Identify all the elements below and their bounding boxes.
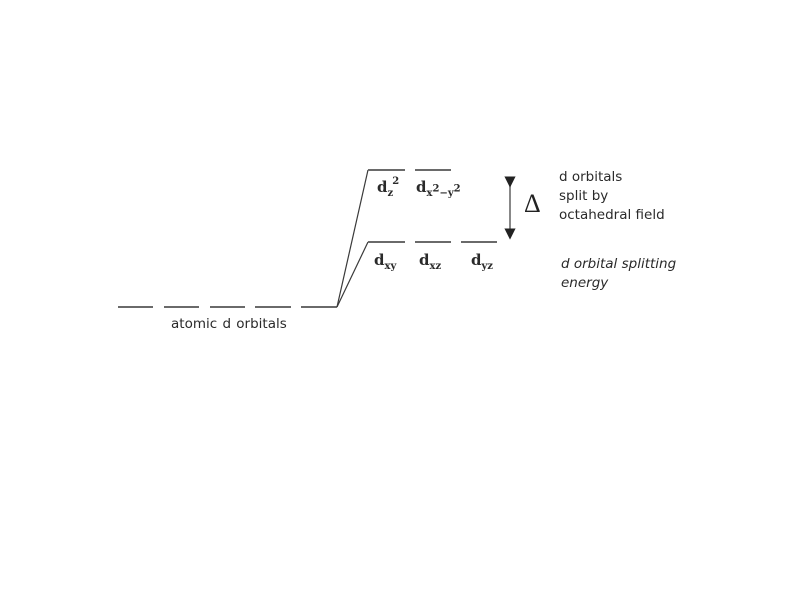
orbital-label-dx2-y2: dx2−y2 (416, 178, 461, 199)
orbital-label-dxz: dxz (419, 251, 442, 272)
orbital-label-dz2: dz2 (377, 176, 400, 199)
splitting-energy-line1: d orbital splitting (561, 256, 677, 272)
connector-to-t2g (336, 241, 369, 308)
split-description: d orbitals split by octahedral field (559, 168, 665, 225)
delta-symbol: Δ (524, 189, 541, 218)
split-description-line2: split by (559, 188, 609, 204)
connector-to-eg (336, 169, 369, 308)
orbital-label-dxy: dxy (374, 251, 397, 272)
orbital-label-dyz: dyz (471, 251, 493, 272)
splitting-energy-line2: energy (561, 275, 609, 291)
split-description-line1: d orbitals (559, 169, 623, 185)
split-description-line3: octahedral field (559, 207, 665, 223)
atomic-orbitals-label: atomic d orbitals (171, 316, 287, 332)
splitting-energy-caption: d orbital splitting energy (561, 255, 676, 293)
